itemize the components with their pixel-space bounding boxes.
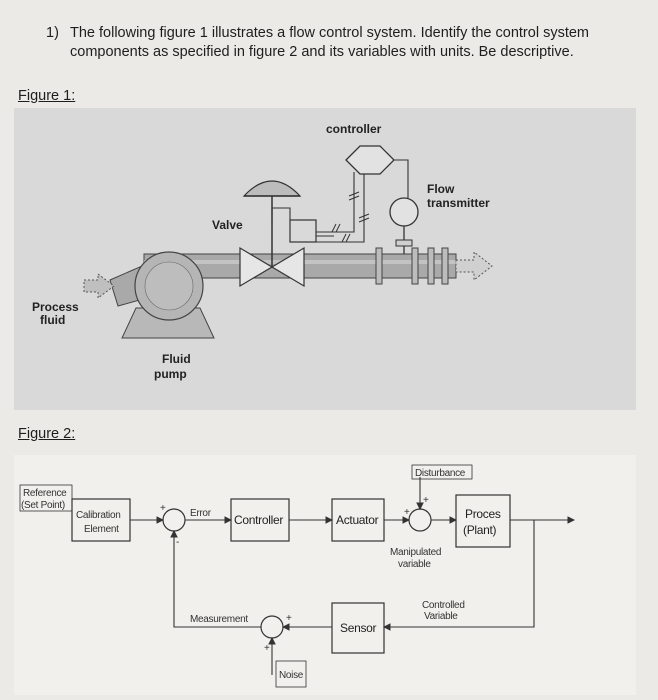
noise-plus-sign-bottom: + [264,643,270,654]
figure1-label: Figure 1: [18,88,76,104]
flow-transmitter-icon [389,197,419,254]
process-block-label-2: (Plant) [463,523,497,537]
question-text: 1) The following figure 1 illustrates a … [46,24,651,62]
flow-transmitter-label-2: transmitter [427,196,490,210]
outlet-arrow-icon [455,250,493,282]
question-line-1: The following figure 1 illustrates a flo… [70,25,589,41]
controller-label: controller [326,122,382,136]
block-diagram: Disturbance Noise Reference (Set Point) … [19,464,576,688]
sensor-block-label: Sensor [340,621,377,635]
disturbance-label: Disturbance [415,468,466,479]
controller-icon [345,145,395,175]
figure2-panel: Disturbance Noise Reference (Set Point) … [14,455,636,695]
reference-label-1: Reference [23,488,67,499]
process-fluid-label-2: fluid [40,313,65,327]
question-number: 1) [46,25,59,41]
figure2-label: Figure 2: [18,426,76,442]
valve-label: Valve [212,218,243,232]
manipulated-variable-label-2: variable [398,559,431,570]
noise-plus-sign-right: + [286,613,292,624]
error-summing-junction [162,508,186,532]
signal-hatch-marks [331,191,370,243]
calibration-label-1: Calibration [76,510,121,521]
calibration-label-2: Element [84,524,119,535]
converter-box [289,219,317,243]
fluid-pump-label-1: Fluid [162,352,191,366]
error-minus-sign: - [176,537,179,548]
manipulated-variable-label-1: Manipulated [390,547,441,558]
process-block-label-1: Proces [465,507,501,521]
noise-label-box [275,660,307,688]
controller-block-label: Controller [234,513,283,527]
flow-system-diagram: controller Flow transmitter Valve Proces… [32,122,493,381]
flow-transmitter-label-1: Flow [427,182,455,196]
block-signal-lines [130,477,576,675]
fluid-pump-label-2: pump [154,367,187,381]
actuator-block-label: Actuator [336,513,379,527]
pipe-flanges [375,247,449,285]
fluid-pump-icon [121,251,215,339]
reference-label-box [19,484,73,512]
measurement-label: Measurement [190,614,248,625]
process-plant-block [455,494,511,548]
controlled-variable-label-1: Controlled [422,600,465,611]
noise-label: Noise [279,670,304,681]
inlet-arrow-icon [83,273,115,299]
error-label: Error [190,508,212,519]
question-line-2: components as specified in figure 2 and … [70,44,574,60]
process-fluid-label-1: Process [32,300,79,314]
valve-icon [239,180,305,288]
error-plus-sign: + [160,503,166,514]
manipulated-plus-sign: + [404,507,410,518]
reference-label-2: (Set Point) [21,500,65,511]
disturbance-label-box [411,464,473,480]
disturbance-plus-sign: + [423,495,429,506]
disturbance-summing-junction [408,508,432,532]
controlled-variable-label-2: Variable [424,611,458,622]
noise-summing-junction [260,615,284,639]
figure1-panel: controller Flow transmitter Valve Proces… [14,108,636,410]
signal-lines [271,159,409,243]
